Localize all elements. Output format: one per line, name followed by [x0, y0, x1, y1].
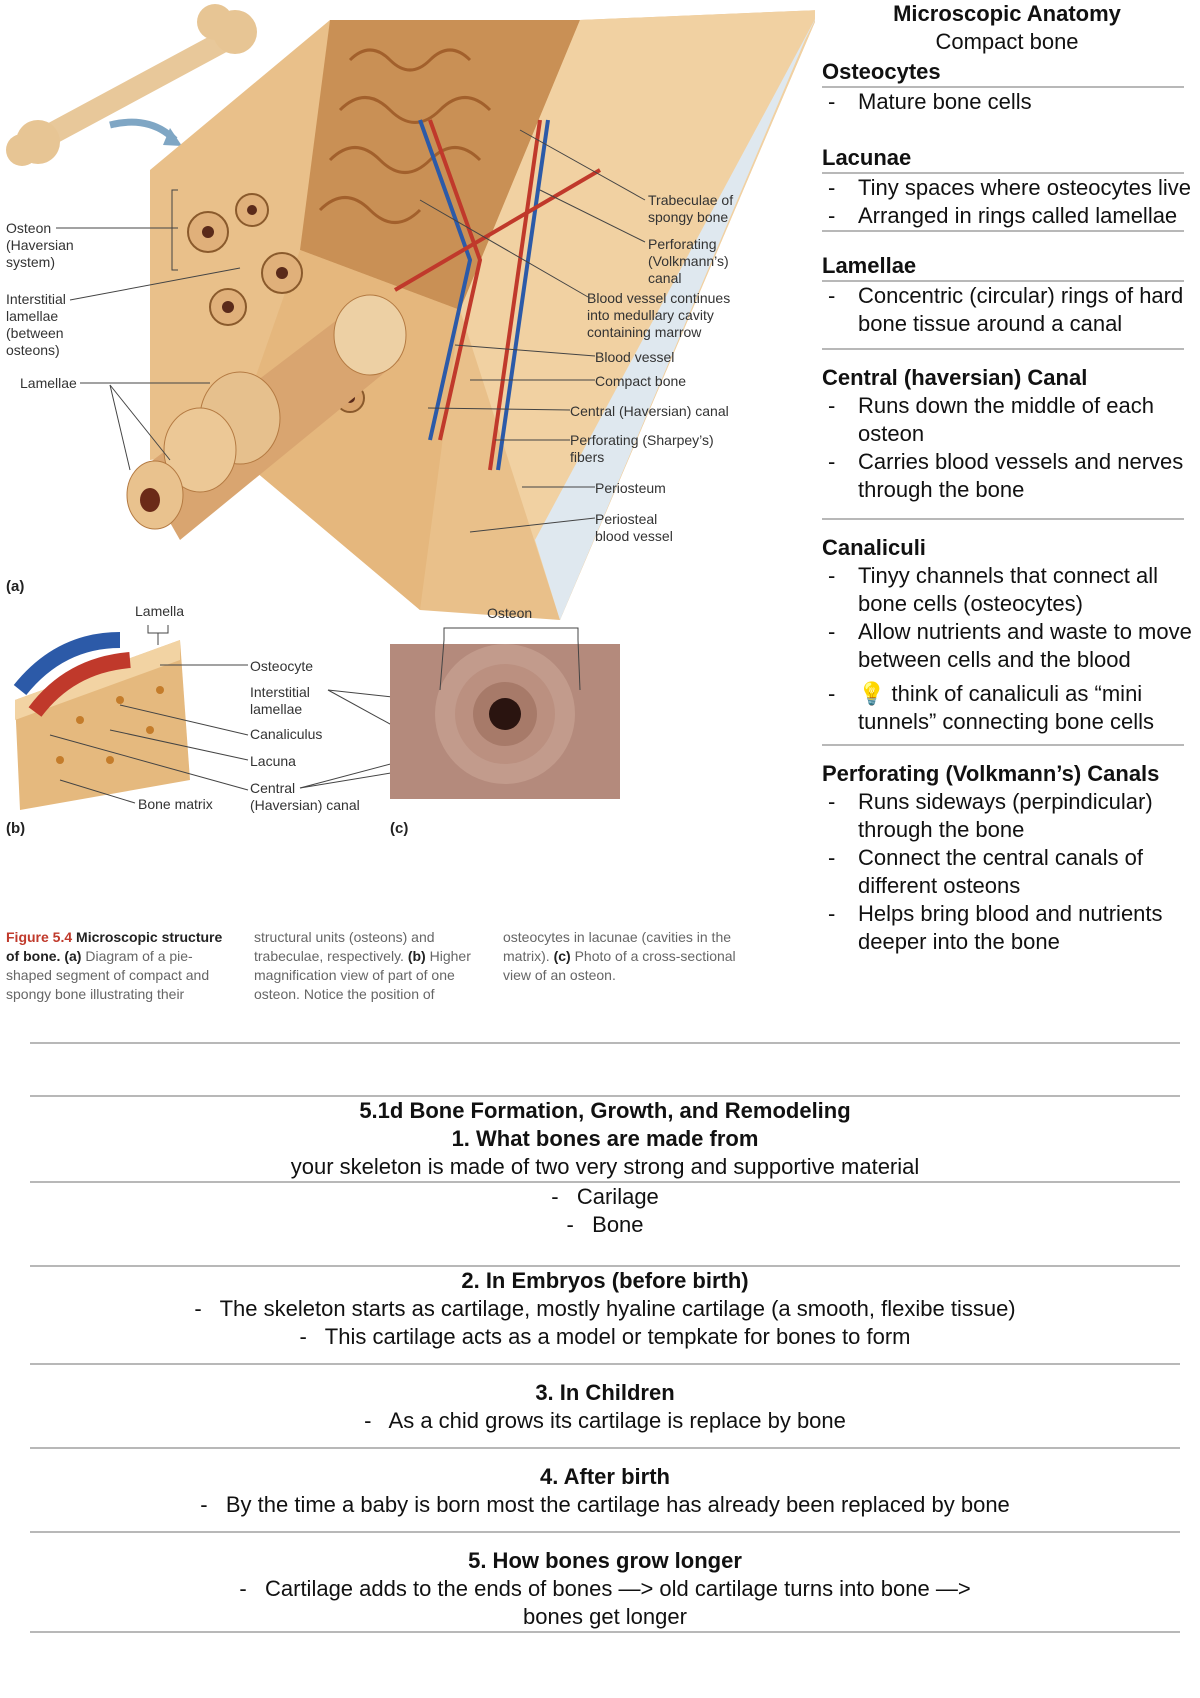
divider: [30, 1095, 1180, 1097]
panel-label-a: (a): [6, 578, 25, 595]
label-vessel-continues: Blood vessel continues into medullary ca…: [587, 290, 731, 340]
divider: [30, 1631, 1180, 1633]
list-item-tip: 💡 think of canaliculi as “mini tunnels” …: [822, 680, 1200, 736]
label-osteon: Osteon (Haversian system): [6, 220, 74, 270]
term-perforating-canals: Perforating (Volkmann’s) Canals Runs sid…: [822, 760, 1200, 956]
caption-col-1: Figure 5.4 Microscopic structure of bone…: [6, 929, 223, 1002]
section-1-title: 1. What bones are made from: [451, 1126, 759, 1151]
list-item: Helps bring blood and nutrients deeper i…: [822, 900, 1200, 956]
notes-title: Microscopic Anatomy: [893, 1, 1121, 26]
osteon-photo: [390, 627, 620, 799]
panel-label-b: (b): [6, 820, 26, 837]
list-item: Tiny spaces where osteocytes live: [822, 174, 1200, 202]
bone-figure: Osteon (Haversian system) Interstitial l…: [0, 0, 815, 1010]
term-lacunae: Lacunae Tiny spaces where osteocytes liv…: [822, 144, 1200, 250]
caption-col-2: structural units (osteons) and trabecula…: [254, 929, 471, 1002]
label-central-b: Central (Haversian) canal: [250, 780, 360, 813]
divider: [30, 1363, 1180, 1365]
bone-illustration: [6, 4, 815, 810]
section-heading: 5.1d Bone Formation, Growth, and Remodel…: [359, 1098, 851, 1123]
term-osteocytes: Osteocytes Mature bone cells: [822, 58, 1200, 142]
list-item: Arranged in rings called lamellae: [822, 202, 1200, 230]
label-canaliculus: Canaliculus: [250, 726, 323, 742]
arrow-icon: [109, 118, 178, 143]
section-1-text: your skeleton is made of two very strong…: [290, 1154, 920, 1179]
label-bone-matrix: Bone matrix: [138, 796, 213, 812]
list-item: Tinyy channels that connect all bone cel…: [822, 562, 1200, 618]
label-lamella: Lamella: [135, 603, 185, 619]
label-periosteal-vessel: Periosteal blood vessel: [595, 511, 673, 544]
list-item: Cartilage adds to the ends of bones —> o…: [30, 1575, 1180, 1631]
label-blood-vessel: Blood vessel: [595, 349, 675, 365]
label-lamellae: Lamellae: [20, 375, 77, 391]
label-sharpey-fibers: Perforating (Sharpey’s) fibers: [570, 432, 714, 465]
list-item: Allow nutrients and waste to move betwee…: [822, 618, 1200, 674]
list-item: Carilage: [30, 1183, 1180, 1211]
term-lamellae: Lamellae Concentric (circular) rings of …: [822, 252, 1200, 362]
term-central-canal: Central (haversian) Canal Runs down the …: [822, 364, 1200, 532]
section-4-title: 4. After birth: [540, 1464, 670, 1489]
osteocyte-diagram: [13, 625, 501, 810]
divider: [30, 1181, 1180, 1183]
label-osteon-c: Osteon: [487, 605, 533, 621]
section-5-title: 5. How bones grow longer: [468, 1548, 742, 1573]
long-bone-icon: [6, 4, 257, 166]
notes-subtitle: Compact bone: [935, 29, 1079, 54]
label-osteocyte: Osteocyte: [250, 658, 314, 674]
label-central-canal: Central (Haversian) canal: [570, 403, 729, 419]
divider: [30, 1447, 1180, 1449]
list-item: Bone: [30, 1211, 1180, 1239]
list-item: Runs down the middle of each osteon: [822, 392, 1200, 448]
notes-panel: Microscopic Anatomy Compact bone Osteocy…: [822, 0, 1200, 956]
notes-header: Microscopic Anatomy Compact bone: [822, 0, 1192, 56]
figure-title: Microscopic structure of bone.: [6, 929, 223, 964]
divider: [30, 1265, 1180, 1267]
label-periosteum: Periosteum: [595, 480, 666, 496]
label-trabeculae: Trabeculae of spongy bone: [648, 192, 734, 225]
term-canaliculi: Canaliculi Tinyy channels that connect a…: [822, 534, 1200, 758]
bone-formation-section: 5.1d Bone Formation, Growth, and Remodel…: [30, 1095, 1180, 1633]
figure-number: Figure 5.4: [6, 929, 73, 945]
osteon-circles: [187, 193, 365, 413]
caption-col-3: osteocytes in lacunae (cavities in the m…: [503, 929, 736, 983]
label-perforating-canal: Perforating (Volkmann’s) canal: [648, 236, 729, 286]
section-2-title: 2. In Embryos (before birth): [461, 1268, 749, 1293]
panel-label-c: (c): [390, 820, 409, 837]
label-lacuna: Lacuna: [250, 753, 296, 769]
section-3-title: 3. In Children: [535, 1380, 675, 1405]
list-item: As a chid grows its cartilage is replace…: [30, 1407, 1180, 1435]
label-compact-bone: Compact bone: [595, 373, 687, 389]
list-item: Concentric (circular) rings of hard bone…: [822, 282, 1200, 338]
label-interstitial-b: Interstitial lamellae: [250, 684, 310, 717]
list-item: By the time a baby is born most the cart…: [30, 1491, 1180, 1519]
lamellae-cylinder: [126, 294, 407, 540]
divider: [30, 1042, 1180, 1044]
compact-bone-wedge: [56, 10, 815, 620]
list-item: Runs sideways (perpindicular) through th…: [822, 788, 1200, 844]
list-item: Mature bone cells: [822, 88, 1200, 116]
lightbulb-icon: 💡: [858, 681, 886, 706]
divider: [30, 1531, 1180, 1533]
list-item: This cartilage acts as a model or tempka…: [30, 1323, 1180, 1351]
list-item: Connect the central canals of different …: [822, 844, 1200, 900]
list-item: Carries blood vessels and nerves through…: [822, 448, 1200, 504]
list-item: The skeleton starts as cartilage, mostly…: [30, 1295, 1180, 1323]
label-interstitial-lamellae: Interstitial lamellae (between osteons): [6, 291, 66, 358]
